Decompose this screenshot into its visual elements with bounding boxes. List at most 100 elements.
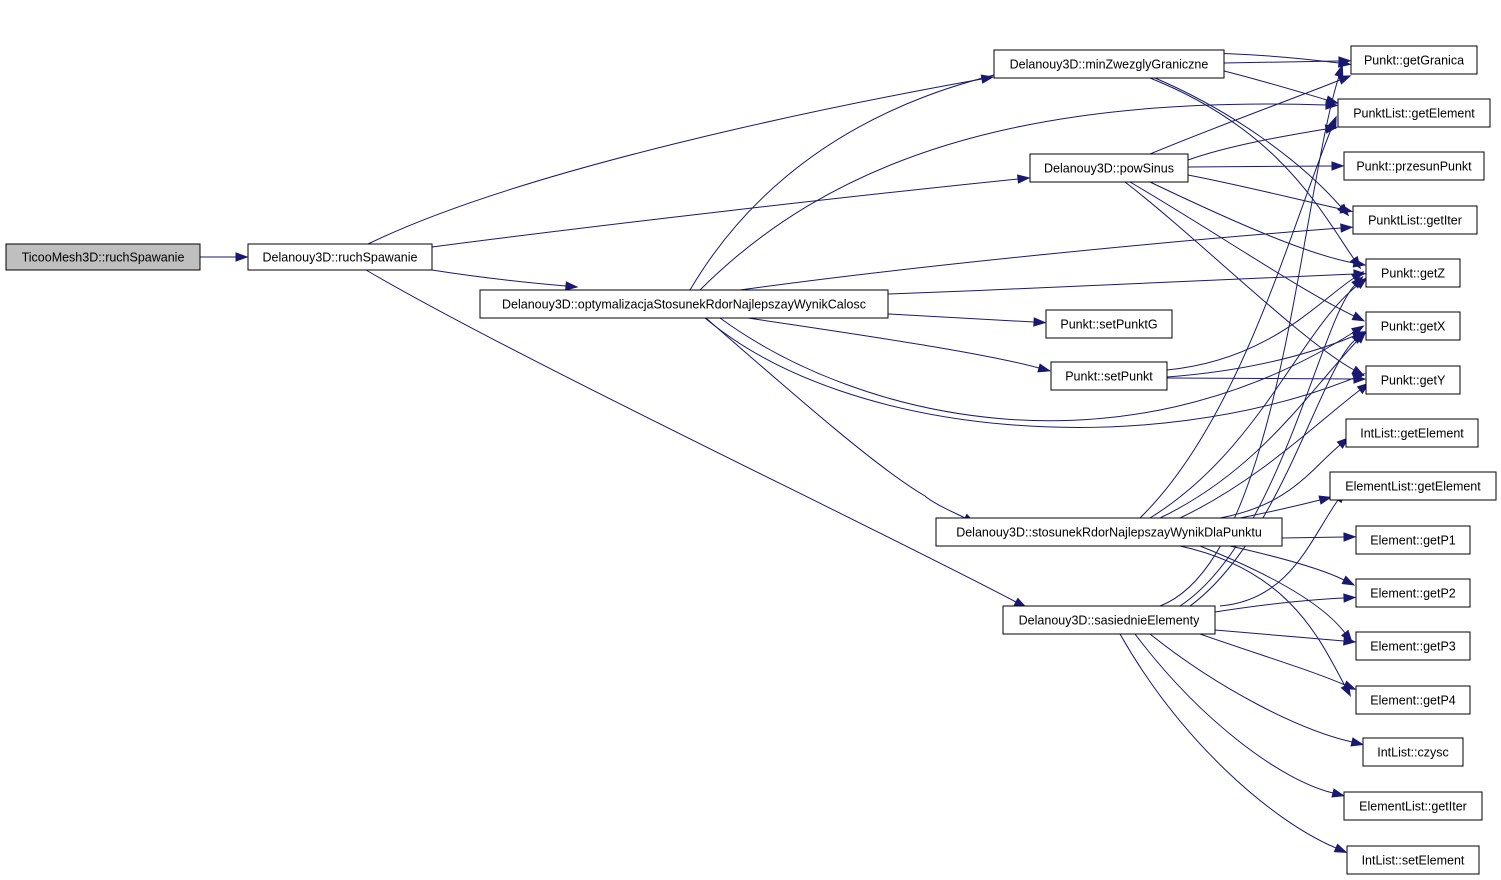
node-n4[interactable]: Delanouy3D::optymalizacjaStosunekRdorNaj… [479,289,889,319]
node-n1[interactable]: Delanouy3D::ruchSpawanie [247,243,433,271]
edge-n4-n7-arrowhead [1033,317,1047,327]
node-label: Punkt::getZ [1381,267,1445,281]
edge-n2-n13 [1149,77,1355,260]
edge-n6-n20-arrowhead [1343,636,1357,646]
node-box[interactable] [1050,361,1168,391]
node-label: PunktList::getElement [1353,107,1475,121]
edge-n6-n22-arrowhead [1350,737,1365,747]
edge-n8-n13-arrowhead [1350,271,1365,283]
node-box[interactable] [1355,631,1471,661]
edge-n5-n20 [1199,545,1346,634]
node-box[interactable] [1345,418,1479,448]
edge-n6-n21-arrowhead [1342,680,1357,690]
edge-n8-n15-arrowhead [1353,374,1367,384]
edge-n3-n12-arrowhead [1339,204,1354,214]
node-box[interactable] [1365,365,1461,395]
node-n10[interactable]: PunktList::getElement [1337,98,1491,128]
edge-n1-n6 [365,269,1017,603]
node-n22[interactable]: IntList::czysc [1362,737,1464,767]
node-n14[interactable]: Punkt::getX [1365,311,1461,341]
node-box[interactable] [1045,309,1173,339]
node-n24[interactable]: IntList::setElement [1346,845,1480,875]
node-box[interactable] [479,289,889,319]
node-n3[interactable]: Delanouy3D::powSinus [1029,153,1189,183]
node-label: Delanouy3D::optymalizacjaStosunekRdorNaj… [502,298,866,312]
node-box[interactable] [935,517,1283,547]
node-box[interactable] [1343,791,1483,821]
node-box[interactable] [1355,578,1471,608]
node-box[interactable] [1329,471,1497,501]
node-box[interactable] [1362,737,1464,767]
node-box[interactable] [1343,151,1485,181]
node-label: Punkt::getX [1381,320,1446,334]
node-n9[interactable]: Punkt::getGranica [1350,45,1478,75]
edge-n1-n2-arrowhead [980,74,995,84]
node-n16[interactable]: IntList::getElement [1345,418,1479,448]
node-label: Delanouy3D::stosunekRdorNajlepszayWynikD… [956,526,1262,540]
node-label: Punkt::getY [1381,374,1446,388]
edge-n3-n9-arrowhead [1337,75,1352,85]
edge-n5-n17-arrowhead [1318,495,1333,505]
edge-n6-n23-arrowhead [1331,788,1346,798]
edge-n4-n15 [704,317,1355,428]
node-label: Element::getP2 [1370,587,1456,601]
edge-n5-n10-arrowhead [1327,115,1337,130]
node-n15[interactable]: Punkt::getY [1365,365,1461,395]
node-label: Element::getP4 [1370,694,1456,708]
edge-n3-n11 [1187,165,1333,168]
edge-n6-n20 [1214,629,1345,642]
edge-n5-n18-arrowhead [1343,532,1357,542]
node-n12[interactable]: PunktList::getIter [1352,205,1478,235]
node-box[interactable] [1365,258,1461,288]
node-label: IntList::czysc [1377,746,1449,760]
node-box[interactable] [1352,205,1478,235]
node-n7[interactable]: Punkt::setPunktG [1045,309,1173,339]
node-box[interactable] [1355,685,1471,715]
node-label: PunktList::getIter [1368,214,1462,228]
edge-n3-n9 [1149,79,1341,155]
node-n20[interactable]: Element::getP3 [1355,631,1471,661]
node-box[interactable] [1350,45,1478,75]
edge-n5-n16 [1219,444,1341,519]
edge-n6-n22 [1149,633,1353,743]
node-box[interactable] [5,243,201,271]
node-n19[interactable]: Element::getP2 [1355,578,1471,608]
edge-n4-n7 [887,313,1035,323]
node-label: IntList::setElement [1362,854,1465,868]
node-n18[interactable]: Element::getP1 [1355,525,1471,555]
node-n13[interactable]: Punkt::getZ [1365,258,1461,288]
edge-n5-n18 [1281,536,1345,539]
edge-n2-n10 [1223,70,1328,101]
node-n2[interactable]: Delanouy3D::minZwezglyGraniczne [993,49,1225,79]
node-box[interactable] [1337,98,1491,128]
edge-n1-n3-arrowhead [1017,174,1031,184]
node-box[interactable] [1355,525,1471,555]
edge-n6-n24-arrowhead [1333,843,1348,853]
edge-n4-n13 [887,273,1355,295]
node-n21[interactable]: Element::getP4 [1355,685,1471,715]
node-box[interactable] [1002,605,1216,635]
node-n11[interactable]: Punkt::przesunPunkt [1343,151,1485,181]
edge-n4-n10 [699,103,1327,291]
edge-n2-n12 [1154,77,1342,208]
edge-n6-n24 [1119,633,1337,849]
edge-n6-n19 [1214,597,1345,613]
node-box[interactable] [1029,153,1189,183]
node-label: Punkt::setPunktG [1060,318,1157,332]
node-label: Punkt::setPunkt [1065,370,1153,384]
edge-n5-n13 [1149,284,1359,519]
node-n6[interactable]: Delanouy3D::sasiednieElementy [1002,605,1216,635]
node-box[interactable] [247,243,433,271]
node-box[interactable] [1346,845,1480,875]
node-n5[interactable]: Delanouy3D::stosunekRdorNajlepszayWynikD… [935,517,1283,547]
node-n0[interactable]: TicooMesh3D::ruchSpawanie [5,243,201,271]
edge-n1-n2 [367,78,983,245]
node-n17[interactable]: ElementList::getElement [1329,471,1497,501]
node-label: Delanouy3D::minZwezglyGraniczne [1010,58,1209,72]
node-n23[interactable]: ElementList::getIter [1343,791,1483,821]
edge-n1-n4 [431,269,567,287]
node-box[interactable] [993,49,1225,79]
node-n8[interactable]: Punkt::setPunkt [1050,361,1168,391]
node-label: IntList::getElement [1360,427,1464,441]
node-box[interactable] [1365,311,1461,341]
